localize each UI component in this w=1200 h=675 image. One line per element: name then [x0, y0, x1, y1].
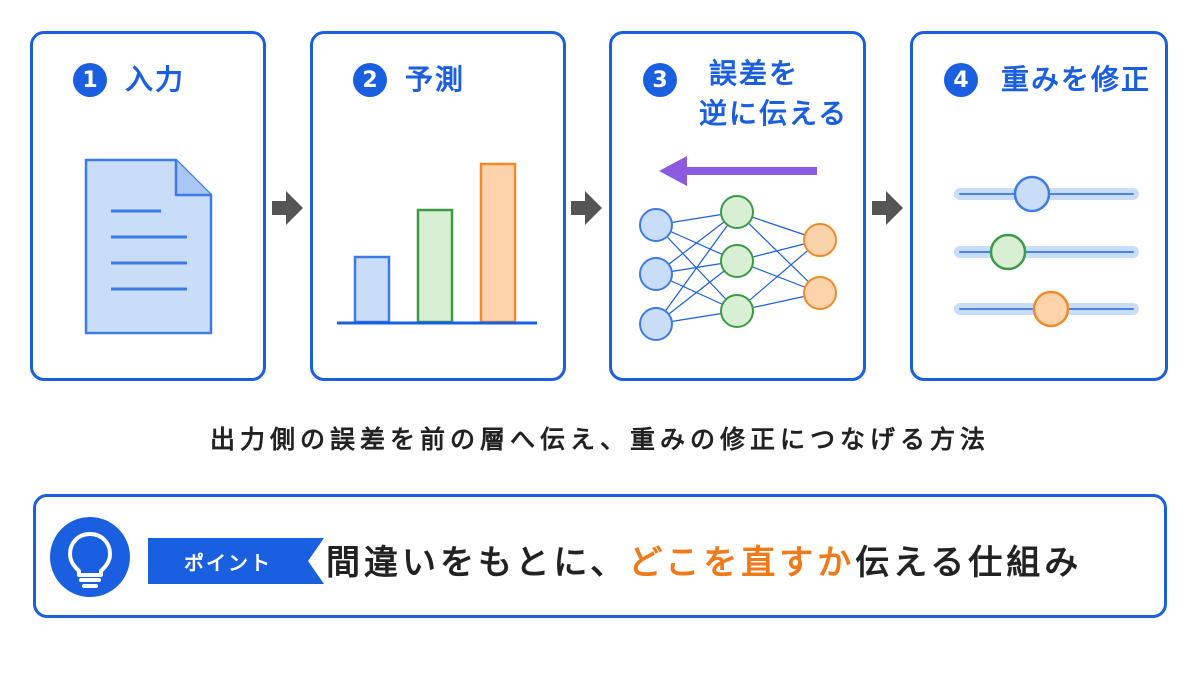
weight-sliders-icon	[954, 175, 1139, 328]
step-title: 入力	[125, 63, 186, 96]
step-title-line1: 誤差を	[709, 57, 800, 90]
step-card-predict: 2 予測	[310, 31, 566, 381]
point-text-highlight: どこを直すか	[628, 543, 856, 583]
step-card-input: 1 入力	[30, 31, 266, 381]
step-number-badge: 4	[944, 63, 978, 97]
step-number-badge: 2	[353, 63, 387, 97]
point-box: ポイント 間違いをもとに、どこを直すか伝える仕組み	[33, 494, 1167, 618]
document-icon	[84, 158, 213, 335]
step-title-line2: 逆に伝える	[699, 97, 849, 130]
neural-network-icon	[639, 156, 837, 341]
point-message: 間違いをもとに、どこを直すか伝える仕組み	[326, 535, 1082, 584]
flow-arrow-icon	[571, 191, 602, 225]
bar-chart-icon	[337, 162, 537, 325]
step-number-badge: 1	[73, 63, 107, 97]
backward-arrow-icon	[659, 156, 817, 186]
step-title: 予測	[405, 63, 466, 96]
point-text-after: 伝える仕組み	[855, 543, 1083, 583]
point-tag-label: ポイント	[184, 550, 272, 575]
point-tag: ポイント	[148, 538, 324, 584]
step-card-backpropagate: 3 誤差を 逆に伝える	[609, 31, 866, 381]
lightbulb-icon	[50, 517, 130, 597]
step-card-update-weights: 4 重みを修正	[910, 31, 1168, 381]
step-title: 重みを修正	[1001, 63, 1152, 96]
step-number-badge: 3	[643, 63, 677, 97]
point-text-before: 間違いをもとに、	[326, 543, 629, 583]
caption: 出力側の誤差を前の層へ伝え、重みの修正につなげる方法	[209, 425, 990, 454]
flow-arrow-icon	[872, 191, 903, 225]
flow-arrow-icon	[272, 191, 303, 225]
